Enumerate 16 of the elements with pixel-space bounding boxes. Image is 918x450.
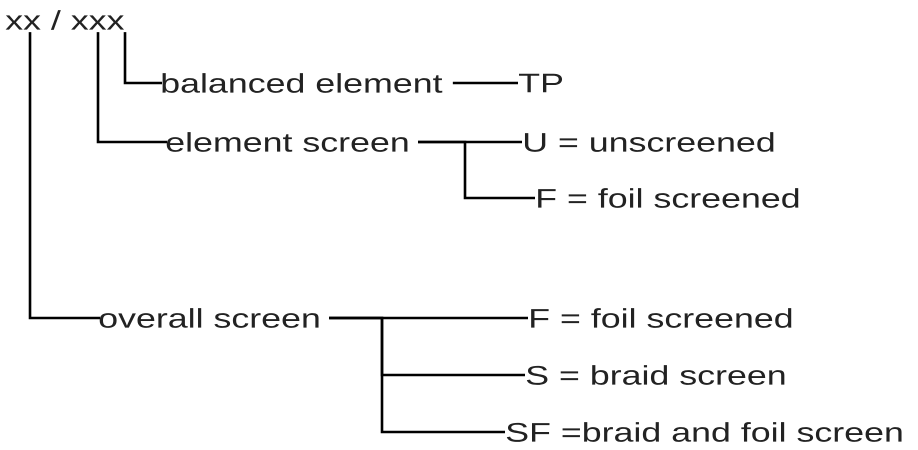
- tree-label: F = foil screened: [531, 308, 792, 328]
- connector-line: [28, 32, 100, 320]
- tree-label: U = unscreened: [524, 132, 774, 152]
- connector-line: [124, 32, 162, 84]
- tree-label: F = foil screened: [538, 188, 798, 208]
- connector-line: [452, 82, 518, 84]
- tree-label: S = braid screen: [526, 365, 784, 385]
- connector-line: [329, 316, 505, 434]
- tree-label: element screen: [166, 132, 408, 152]
- connector-line: [96, 32, 167, 144]
- connector-line: [418, 140, 535, 200]
- tree-label: TP: [519, 74, 562, 92]
- tree-label: xx / xxx: [6, 10, 124, 30]
- tree-label: overall screen: [100, 308, 319, 328]
- tree-label: balanced element: [162, 73, 442, 93]
- tree-label: SF =braid and foil screen: [506, 422, 902, 442]
